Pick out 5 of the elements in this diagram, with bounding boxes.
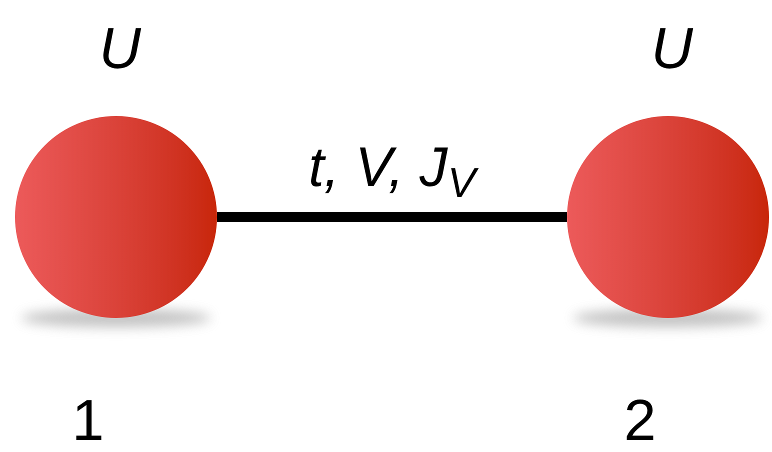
site-label: U: [651, 20, 693, 78]
site-label: U: [99, 20, 141, 78]
site-number: 1: [72, 392, 104, 450]
connector-line: [217, 212, 567, 222]
site-number: 2: [624, 392, 656, 450]
